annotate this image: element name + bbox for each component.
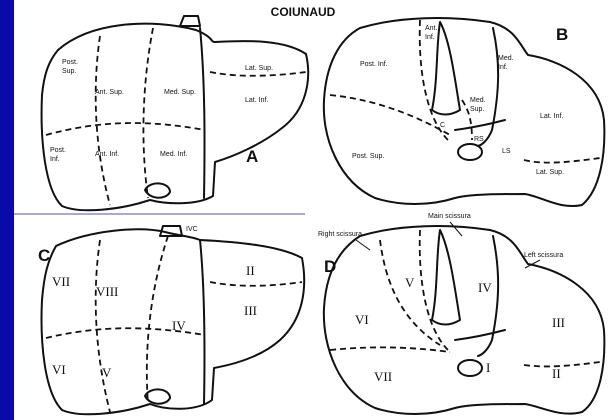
label-b-med-inf-1: Med.: [498, 55, 514, 62]
segment-label: V: [102, 365, 112, 380]
panel-a-ivc: [180, 16, 200, 26]
panel-a-letter: A: [246, 147, 258, 166]
main-scissura-pointer: [450, 222, 462, 236]
segment-label: VI: [355, 312, 369, 327]
panel-d-scissura: [524, 362, 600, 366]
figure-title: COIUNAUD: [271, 5, 336, 19]
panel-d-fissure: [455, 330, 505, 340]
label-post-inf-2: Inf.: [50, 156, 60, 163]
label-b-lat-sup: Lat. Sup.: [536, 169, 564, 176]
label-ant-sup: Ant. Sup.: [95, 89, 124, 96]
panel-a-scissura: [210, 72, 306, 76]
panel-d-ivc: [458, 360, 482, 376]
right-scissura-pointer: [356, 240, 370, 250]
annotation-main-scissura: Main scissura: [428, 213, 471, 220]
label-b-lat-inf: Lat. Inf.: [540, 113, 563, 120]
label-post-sup-2: Sup.: [62, 68, 76, 75]
label-post-inf-1: Post.: [50, 147, 66, 154]
label-lat-inf: Lat. Inf.: [245, 97, 268, 104]
segment-label: IV: [172, 318, 186, 333]
segment-label: II: [552, 366, 561, 381]
panel-d-fissure: [478, 236, 498, 356]
panel-c-scissura: [210, 282, 302, 286]
label-b-post-inf: Post. Inf.: [360, 61, 388, 68]
label-b-ls: LS: [502, 148, 511, 155]
label-b-med-sup-2: Sup.: [470, 106, 484, 113]
panel-d-scissura: [330, 347, 450, 352]
label-ant-inf: Ant. Inf.: [95, 151, 119, 158]
label-b-rs: RS: [474, 136, 484, 143]
panel-c-gallbladder: [145, 389, 170, 403]
label-b-ant-inf-2: Inf.: [425, 34, 435, 41]
segment-label: II: [246, 263, 255, 278]
liver-segments-figure: COIUNAUD Post. Sup. Post. Inf. Ant. Sup.…: [14, 0, 616, 420]
annotation-right-scissura: Right scissura: [318, 231, 362, 238]
panel-b-gallbladder: [432, 22, 460, 115]
panel-c-scissura: [147, 236, 168, 404]
figure-panel: COIUNAUD Post. Sup. Post. Inf. Ant. Sup.…: [14, 0, 616, 420]
segment-label: IV: [478, 280, 492, 295]
label-b-med-inf-2: Inf.: [498, 64, 508, 71]
panel-b: Ant. Inf. Post. Inf. Post. Sup. Med. Inf…: [324, 18, 605, 206]
label-b-med-sup-1: Med.: [470, 97, 486, 104]
panel-a-scissura: [46, 123, 205, 135]
panel-b-scissura: [330, 95, 450, 135]
panel-a-liver-outline: [42, 24, 309, 211]
segment-label: III: [552, 315, 565, 330]
label-b-ant-inf-1: Ant.: [425, 25, 438, 32]
panel-b-scissura: [524, 158, 600, 163]
segment-label: III: [244, 303, 257, 318]
segment-label: VII: [52, 274, 70, 289]
annotation-left-scissura: Left scissura: [524, 252, 563, 259]
segment-label: I: [486, 360, 490, 375]
label-b-post-sup: Post. Sup.: [352, 153, 384, 160]
segment-label: VIII: [96, 284, 118, 299]
panel-b-fissure: [455, 120, 505, 130]
panel-c: IVC VII VIII VI V IV II III C: [38, 226, 304, 414]
panel-a-gallbladder: [145, 183, 170, 197]
panel-a-scissura: [96, 36, 110, 205]
label-post-sup-1: Post.: [62, 59, 78, 66]
panel-c-ligament: [200, 240, 205, 404]
label-ivc: IVC: [186, 226, 198, 233]
panel-b-letter: B: [556, 25, 568, 44]
panel-d: Main scissura Right scissura Left scissu…: [318, 213, 604, 414]
panel-d-gallbladder: [432, 230, 460, 325]
panel-c-letter: C: [38, 246, 50, 265]
label-med-inf: Med. Inf.: [160, 151, 187, 158]
label-med-sup: Med. Sup.: [164, 89, 196, 96]
panel-a-ligament: [200, 28, 205, 198]
label-lat-sup: Lat. Sup.: [245, 65, 273, 72]
panel-c-scissura: [96, 240, 110, 412]
panel-a-scissura: [143, 28, 153, 198]
panel-b-fissure: [478, 28, 498, 146]
segment-label: V: [405, 275, 415, 290]
panel-a: Post. Sup. Post. Inf. Ant. Sup. Ant. Inf…: [42, 16, 309, 210]
panel-d-scissura: [380, 240, 440, 345]
panel-d-letter: D: [324, 257, 336, 276]
segment-label: VII: [374, 369, 392, 384]
label-b-c: C: [440, 122, 445, 129]
segment-label: VI: [52, 362, 66, 377]
